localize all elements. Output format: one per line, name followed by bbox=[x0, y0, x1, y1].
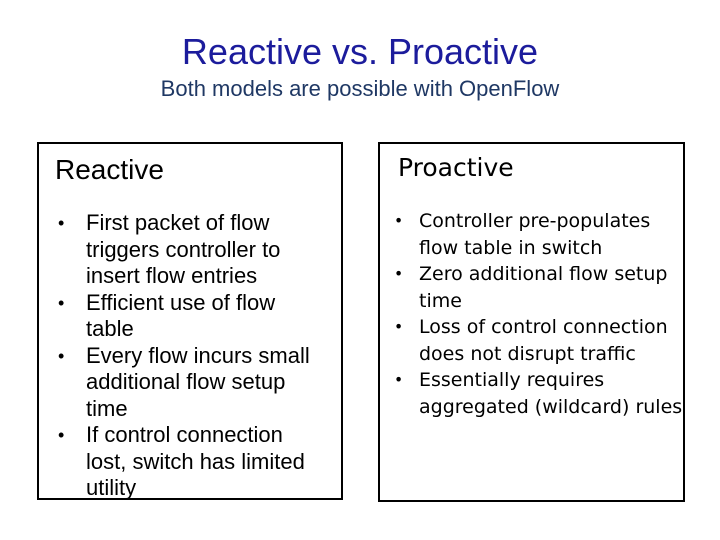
bullet-item: • Essentially requires aggregated (wildc… bbox=[392, 367, 682, 420]
reactive-panel: Reactive • First packet of flow triggers… bbox=[37, 142, 343, 500]
bullet-item: • If control connection lost, switch has… bbox=[55, 422, 341, 502]
bullet-icon: • bbox=[58, 292, 65, 313]
bullet-item: • First packet of flow triggers controll… bbox=[55, 210, 341, 290]
bullet-icon: • bbox=[394, 265, 404, 283]
bullet-item: • Loss of control connection does not di… bbox=[392, 314, 682, 367]
proactive-panel-heading: Proactive bbox=[398, 153, 514, 182]
slide-title: Reactive vs. Proactive bbox=[181, 31, 539, 72]
bullet-icon: • bbox=[394, 318, 404, 336]
bullet-text: Controller pre-populates flow table in s… bbox=[419, 210, 651, 259]
bullet-text: If control connection lost, switch has l… bbox=[86, 422, 305, 500]
proactive-bullet-list: • Controller pre-populates flow table in… bbox=[392, 208, 682, 420]
reactive-panel-heading: Reactive bbox=[55, 154, 164, 185]
bullet-text: Every flow incurs small additional flow … bbox=[86, 342, 310, 421]
proactive-panel: Proactive • Controller pre-populates flo… bbox=[378, 142, 685, 502]
reactive-bullet-list: • First packet of flow triggers controll… bbox=[55, 210, 341, 502]
bullet-text: Zero additional flow setup time bbox=[419, 263, 668, 312]
bullet-text: Efficient use of flow table bbox=[86, 289, 276, 342]
bullet-text: Essentially requires aggregated (wildcar… bbox=[419, 369, 683, 418]
bullet-item: • Efficient use of flow table bbox=[55, 290, 341, 343]
slide-subtitle: Both models are possible with OpenFlow bbox=[160, 76, 560, 101]
bullet-item: • Controller pre-populates flow table in… bbox=[392, 208, 682, 261]
bullet-text: Loss of control connection does not disr… bbox=[419, 316, 668, 365]
bullet-icon: • bbox=[394, 371, 404, 389]
bullet-text: First packet of flow triggers controller… bbox=[86, 210, 281, 288]
bullet-icon: • bbox=[394, 212, 404, 230]
bullet-icon: • bbox=[58, 345, 65, 366]
bullet-icon: • bbox=[58, 213, 65, 233]
bullet-icon: • bbox=[58, 425, 65, 445]
bullet-item: • Zero additional flow setup time bbox=[392, 261, 682, 314]
bullet-item: • Every flow incurs small additional flo… bbox=[55, 343, 341, 423]
